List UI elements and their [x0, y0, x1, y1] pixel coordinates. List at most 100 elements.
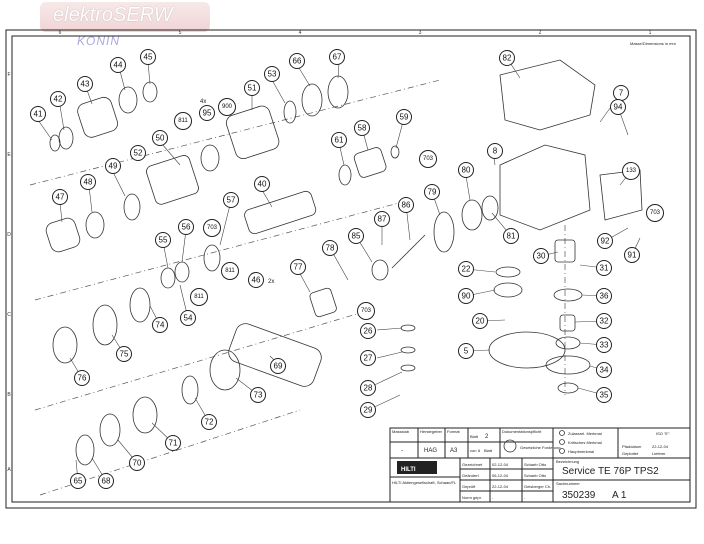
callout-number: 75 [120, 350, 129, 359]
callout-number: 77 [294, 263, 303, 272]
part-callout: 811 [190, 288, 208, 306]
row-label: Gezeichnet [462, 462, 483, 467]
callout-number: 69 [274, 362, 283, 371]
inner-frame [11, 35, 691, 503]
part-callout: 8 [487, 143, 503, 159]
callout-number: 40 [258, 180, 267, 189]
part-callout: 55 [155, 232, 171, 248]
callout-number: 20 [476, 317, 485, 326]
callout-circle [248, 272, 264, 288]
part-callout: 34 [596, 362, 612, 378]
massstab-value: - [401, 448, 403, 454]
callout-number: 65 [74, 477, 83, 486]
callout-number: 133 [626, 168, 637, 174]
row-date: 02-12-04 [492, 462, 509, 467]
grid-row-label: B [7, 392, 11, 398]
part-callout: 811 [221, 262, 239, 280]
dimensions-note: Masse/Dimensions in mm [630, 41, 676, 46]
callout-number: 45 [144, 53, 153, 62]
callout-number: 703 [650, 210, 661, 216]
callout-number: 70 [133, 459, 142, 468]
part-callout: 36 [596, 288, 612, 304]
callout-circle [223, 192, 239, 208]
callout-circle [129, 455, 145, 471]
part-callout: 87 [374, 211, 390, 227]
callout-circle [597, 233, 613, 249]
part-callout: 31 [596, 260, 612, 276]
callout-number: 94 [614, 103, 623, 112]
callout-circle [374, 211, 390, 227]
callout-circle [165, 435, 181, 451]
grid-col-label: 1 [649, 30, 652, 36]
part-callout: 20 [472, 313, 488, 329]
pfaddatum-value: 22-12-04 [652, 444, 669, 449]
callout-circle [596, 362, 612, 378]
row-date: 06-12-04 [492, 473, 509, 478]
geplottet-value: Lieferer [652, 451, 666, 456]
callout-number: 811 [194, 294, 204, 300]
row-label: Norm gepr. [462, 495, 482, 500]
callout-circle [110, 57, 126, 73]
row-date: - [492, 495, 494, 500]
part-callout: 74 [152, 317, 168, 333]
grid-row-label: D [7, 232, 11, 238]
callout-number: 703 [423, 156, 434, 162]
callout-circle [116, 346, 132, 362]
grid-columns-top: 6 5 4 3 2 1 [59, 30, 652, 36]
part-callout: 75 [116, 346, 132, 362]
grid-row-label: A [7, 467, 11, 473]
pfaddatum-label: Pfaddatum [622, 444, 642, 449]
hersteller-value: HAG [424, 448, 437, 454]
callout-circle [250, 387, 266, 403]
callout-circle [130, 145, 146, 161]
callout-circle [270, 358, 286, 374]
callout-circle [458, 288, 474, 304]
callout-number: 49 [109, 162, 118, 171]
part-callout: 92 [597, 233, 613, 249]
part-callout: 73 [250, 387, 266, 403]
callout-number: 73 [254, 391, 263, 400]
callout-number: 79 [428, 188, 437, 197]
callout-circle [596, 313, 612, 329]
grid-col-label: 4 [299, 30, 302, 36]
grid-row-label: C [7, 312, 11, 318]
title-block-frame [389, 427, 691, 503]
callout-circle [610, 99, 626, 115]
part-callout: 67 [329, 49, 345, 65]
part-callout: 5 [458, 343, 474, 359]
title-block: HILTI Massstab - Herstegeber HAG Format … [389, 427, 691, 503]
leader-lines [37, 57, 641, 482]
callout-circle [357, 302, 375, 320]
callout-circle [596, 260, 612, 276]
part-callout: 42 [50, 91, 66, 107]
callout-number: 87 [378, 215, 387, 224]
blatt-label: Blatt [470, 434, 479, 439]
callout-circle [322, 240, 338, 256]
callout-circle [201, 414, 217, 430]
callout-circle [70, 473, 86, 489]
callout-number: 58 [358, 124, 367, 133]
callout-number: 811 [225, 268, 235, 274]
row-name: Schaeb Otto [524, 462, 547, 467]
part-callout: 22 [458, 261, 474, 277]
part-callout: 57 [223, 192, 239, 208]
callout-number: 59 [400, 113, 409, 122]
format-label: Format [447, 429, 461, 434]
callout-number: 22 [462, 265, 471, 274]
callout-number: 811 [178, 118, 188, 124]
grid-col-label: 3 [419, 30, 422, 36]
callout-number: 71 [169, 439, 178, 448]
part-callout: 703 [646, 204, 664, 222]
quantity-4x: 4x [200, 99, 206, 105]
legend-item: Zulassrel. Merkmal [568, 431, 602, 436]
callout-circle [50, 91, 66, 107]
callout-number: 42 [54, 95, 63, 104]
callout-number: 76 [78, 374, 87, 383]
callout-circle [74, 370, 90, 386]
part-callout: 90 [458, 288, 474, 304]
callout-number: 30 [537, 252, 546, 261]
part-callout: 66 [289, 53, 305, 69]
callout-circle [472, 313, 488, 329]
callout-number: 53 [268, 70, 277, 79]
